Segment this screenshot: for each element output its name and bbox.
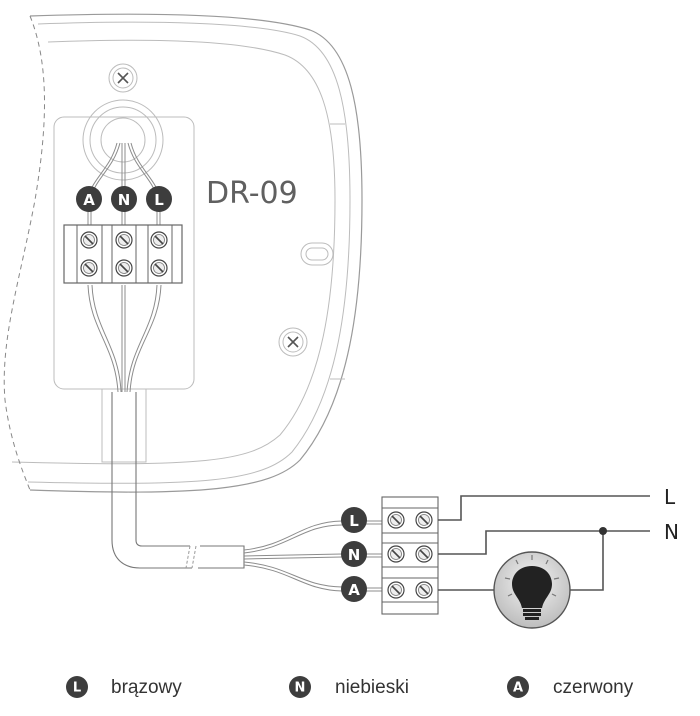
external-badge-n: N — [341, 541, 367, 567]
mains-label-l: L — [664, 485, 676, 509]
external-badge-a: A — [341, 576, 367, 602]
terminal-screw-icon — [115, 259, 133, 277]
legend-label: niebieski — [335, 677, 409, 698]
mains-wiring — [438, 495, 650, 591]
terminal-panel — [53, 116, 195, 390]
terminal-screw-icon — [415, 511, 433, 529]
badge-label: N — [348, 546, 361, 564]
terminal-screw-icon — [115, 231, 133, 249]
cable — [111, 392, 245, 569]
light-bulb-icon — [493, 551, 571, 629]
legend-symbol: N — [295, 681, 306, 696]
terminal-screw-icon — [150, 231, 168, 249]
legend-label: brązowy — [111, 677, 182, 698]
external-wires — [243, 520, 382, 592]
badge-label: L — [154, 191, 164, 209]
model-label: DR-09 — [206, 176, 298, 211]
terminal-screw-icon — [415, 581, 433, 599]
terminal-screw-icon — [387, 545, 405, 563]
terminal-screw-icon — [80, 231, 98, 249]
badge-label: N — [118, 191, 131, 209]
internal-badge-n: N — [111, 186, 137, 212]
device-housing — [3, 13, 363, 493]
external-badge-l: L — [341, 507, 367, 533]
mains-label-n: N — [664, 520, 679, 544]
terminal-screw-icon — [80, 259, 98, 277]
terminal-screw-icon — [415, 545, 433, 563]
mounting-screw-bottom — [278, 327, 308, 357]
badge-label: A — [83, 191, 95, 209]
legend-item-n: N niebieski — [289, 676, 409, 698]
terminal-screw-icon — [150, 259, 168, 277]
internal-badge-a: A — [76, 186, 102, 212]
legend-item-l: L brązowy — [66, 676, 182, 698]
legend-symbol: A — [513, 681, 523, 696]
badge-label: L — [349, 512, 359, 530]
terminal-screw-icon — [387, 581, 405, 599]
badge-label: A — [348, 581, 360, 599]
legend-label: czerwony — [553, 677, 634, 698]
legend-item-a: A czerwony — [507, 676, 634, 698]
cable-gland — [82, 99, 164, 181]
terminal-screw-icon — [387, 511, 405, 529]
junction-dot — [599, 527, 607, 535]
legend-symbol: L — [73, 681, 81, 696]
mounting-screw-top — [108, 63, 138, 93]
internal-badge-l: L — [146, 186, 172, 212]
